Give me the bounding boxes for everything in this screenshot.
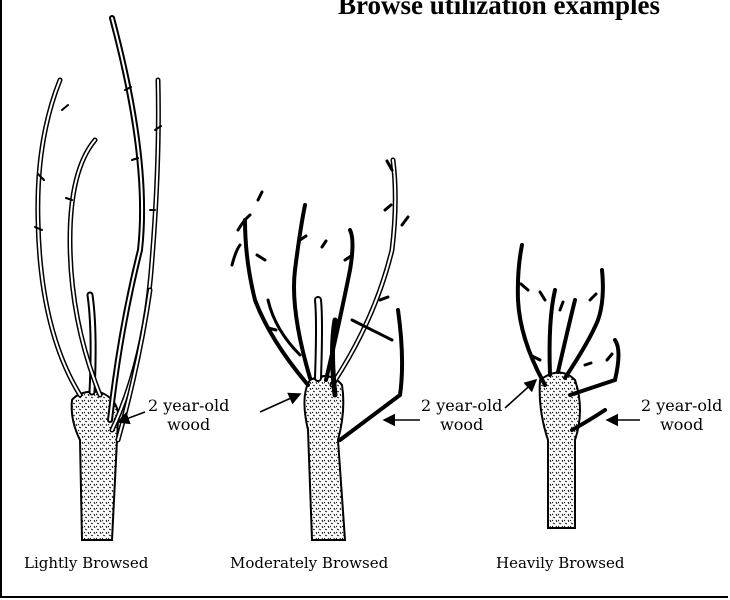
annotation-line-1: 2 year-old (148, 396, 229, 415)
annotation-line-2: wood (641, 415, 722, 434)
caption-lightly-browsed: Lightly Browsed (24, 554, 148, 572)
lightly-browsed-shrub (35, 18, 161, 540)
caption-moderately-browsed: Moderately Browsed (230, 554, 388, 572)
annotation-line-1: 2 year-old (641, 396, 722, 415)
annotation-moderately: 2 year-old wood (421, 396, 502, 434)
heavily-browsed-shrub (518, 245, 619, 528)
annotation-line-1: 2 year-old (421, 396, 502, 415)
annotation-line-2: wood (148, 415, 229, 434)
annotation-line-2: wood (421, 415, 502, 434)
arrow-heavily-1 (505, 380, 536, 408)
annotation-heavily: 2 year-old wood (641, 396, 722, 434)
moderately-browsed-shrub (232, 160, 408, 540)
arrow-moderately-1 (260, 394, 300, 412)
caption-heavily-browsed: Heavily Browsed (496, 554, 624, 572)
annotation-lightly: 2 year-old wood (148, 396, 229, 434)
